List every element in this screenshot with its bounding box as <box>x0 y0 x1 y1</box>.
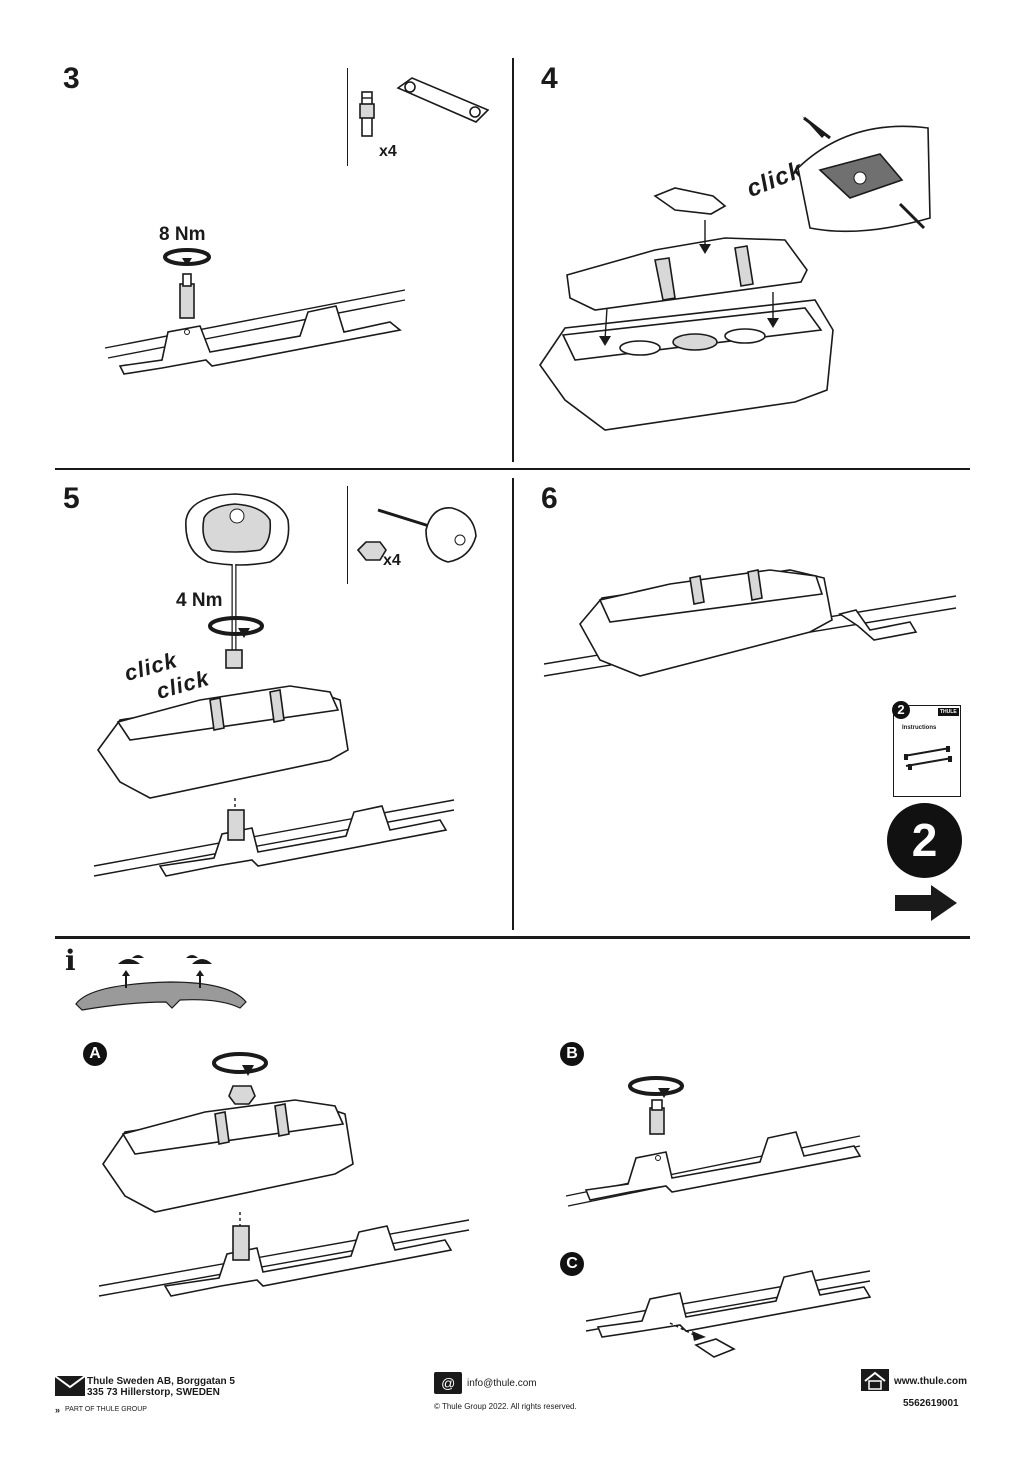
rail-with-bolt <box>104 273 406 375</box>
mail-icon <box>54 1375 86 1396</box>
arrow-right-icon <box>895 885 957 921</box>
divider-vertical-top <box>512 58 514 462</box>
document-number: 5562619001 <box>903 1398 959 1409</box>
foot-on-rail-final-drawing <box>543 569 957 677</box>
part-c-rail-with-plate-drawing <box>585 1270 872 1358</box>
parts-divider <box>347 486 349 584</box>
booklet-brand: THULE <box>938 708 959 716</box>
nut-and-key-icon <box>356 507 477 563</box>
home-icon <box>861 1369 889 1391</box>
part-a-rotation-icon <box>212 1052 268 1076</box>
instructions-booklet-thumbnail: 2 THULE Instructions <box>892 701 961 797</box>
part-b-marker: B <box>560 1042 584 1066</box>
step-number: 6 <box>541 482 558 515</box>
chevron-right-icon: » <box>55 1405 61 1415</box>
quantity-label: x4 <box>383 552 401 569</box>
part-a-foot-on-rail-drawing <box>98 1085 470 1297</box>
step-number: 5 <box>63 482 80 515</box>
clip-detail-drawing <box>797 116 931 233</box>
part-b-rotation-icon <box>628 1076 684 1098</box>
parts-divider <box>347 68 349 166</box>
quantity-label: x4 <box>379 143 397 160</box>
email-link[interactable]: info@thule.com <box>467 1378 537 1389</box>
divider-horizontal-middle <box>55 468 970 470</box>
roof-bar-icon <box>903 746 953 770</box>
address-line-2: 335 73 Hillerstorp, SWEDEN <box>87 1387 220 1398</box>
booklet-title: Instructions <box>902 725 937 731</box>
address-line-1: Thule Sweden AB, Borggatan 5 <box>87 1376 235 1387</box>
email-icon: @ <box>434 1372 462 1394</box>
part-of-group-label: PART OF THULE GROUP <box>65 1406 147 1413</box>
part-a-marker: A <box>83 1042 107 1066</box>
torque-rotation-icon <box>163 248 211 266</box>
torque-label: 4 Nm <box>176 590 223 611</box>
torque-label: 8 Nm <box>159 224 206 245</box>
roof-profile-drawing <box>75 955 247 1011</box>
torque-key-drawing <box>185 493 290 669</box>
step-number: 4 <box>541 62 558 95</box>
torque-rotation-icon <box>208 616 264 638</box>
info-icon: i <box>65 944 76 977</box>
foot-on-rail-drawing <box>93 685 455 877</box>
foot-assembly-drawing <box>539 187 834 431</box>
divider-horizontal-info <box>55 936 970 939</box>
part-b-rail-with-bolt-drawing <box>565 1099 862 1207</box>
part-c-marker: C <box>560 1252 584 1276</box>
step-number: 3 <box>63 62 80 95</box>
copyright-label: © Thule Group 2022. All rights reserved. <box>434 1402 577 1411</box>
website-link[interactable]: www.thule.com <box>894 1376 967 1387</box>
booklet-badge: 2 <box>892 701 910 719</box>
divider-vertical-bottom <box>512 478 514 930</box>
bolt-and-plate-icon <box>359 77 490 137</box>
next-step-number-circle: 2 <box>887 803 962 878</box>
